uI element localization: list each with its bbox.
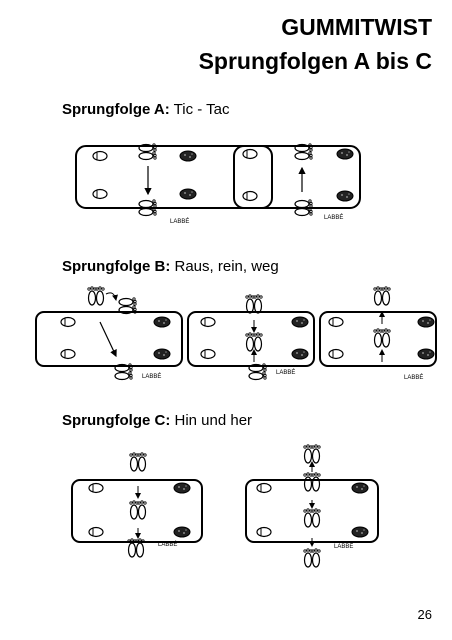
sequence-b-diagram: LABBÉ LABBÉ LABBÉ <box>35 282 437 381</box>
sequence-c-step-1: LABBÉ <box>71 453 203 557</box>
labbe-signature: LABBÉ <box>324 214 343 221</box>
labbe-signature: LABBÉ <box>404 374 423 381</box>
section-a-label: Sprungfolge A: <box>62 101 170 118</box>
sequence-c-diagram: LABBÉ LABBÉ <box>71 442 379 584</box>
sequence-b-step-2: LABBÉ <box>187 295 315 380</box>
section-b-text: Raus, rein, weg <box>174 258 279 275</box>
sequence-c-step-2: LABBÉ <box>245 445 379 567</box>
title-line-1: GUMMITWIST <box>281 14 432 40</box>
labbe-signature: LABBÉ <box>334 543 353 550</box>
section-c-text: Hin und her <box>174 412 253 429</box>
sequence-a-step-2: LABBÉ <box>233 144 361 221</box>
section-c-label: Sprungfolge C: <box>62 412 171 429</box>
labbe-signature: LABBÉ <box>158 541 177 548</box>
section-c-heading: Sprungfolge C: Hin und her <box>62 412 252 429</box>
sequence-a-diagram: LABBÉ LABBÉ <box>75 132 361 225</box>
section-b-label: Sprungfolge B: <box>62 258 171 275</box>
sequence-b-step-3: LABBÉ <box>319 287 437 381</box>
labbe-signature: LABBÉ <box>170 218 189 225</box>
section-b-heading: Sprungfolge B: Raus, rein, weg <box>62 258 279 275</box>
sequence-b-step-1: LABBÉ <box>35 287 183 380</box>
page-number: 26 <box>417 607 432 622</box>
section-a-heading: Sprungfolge A: Tic - Tac <box>62 101 230 118</box>
labbe-signature: LABBÉ <box>142 373 161 380</box>
labbe-signature: LABBÉ <box>276 369 295 376</box>
title-line-2: Sprungfolgen A bis C <box>198 48 432 74</box>
sequence-a-step-1: LABBÉ <box>75 144 273 225</box>
section-a-text: Tic - Tac <box>173 101 230 118</box>
